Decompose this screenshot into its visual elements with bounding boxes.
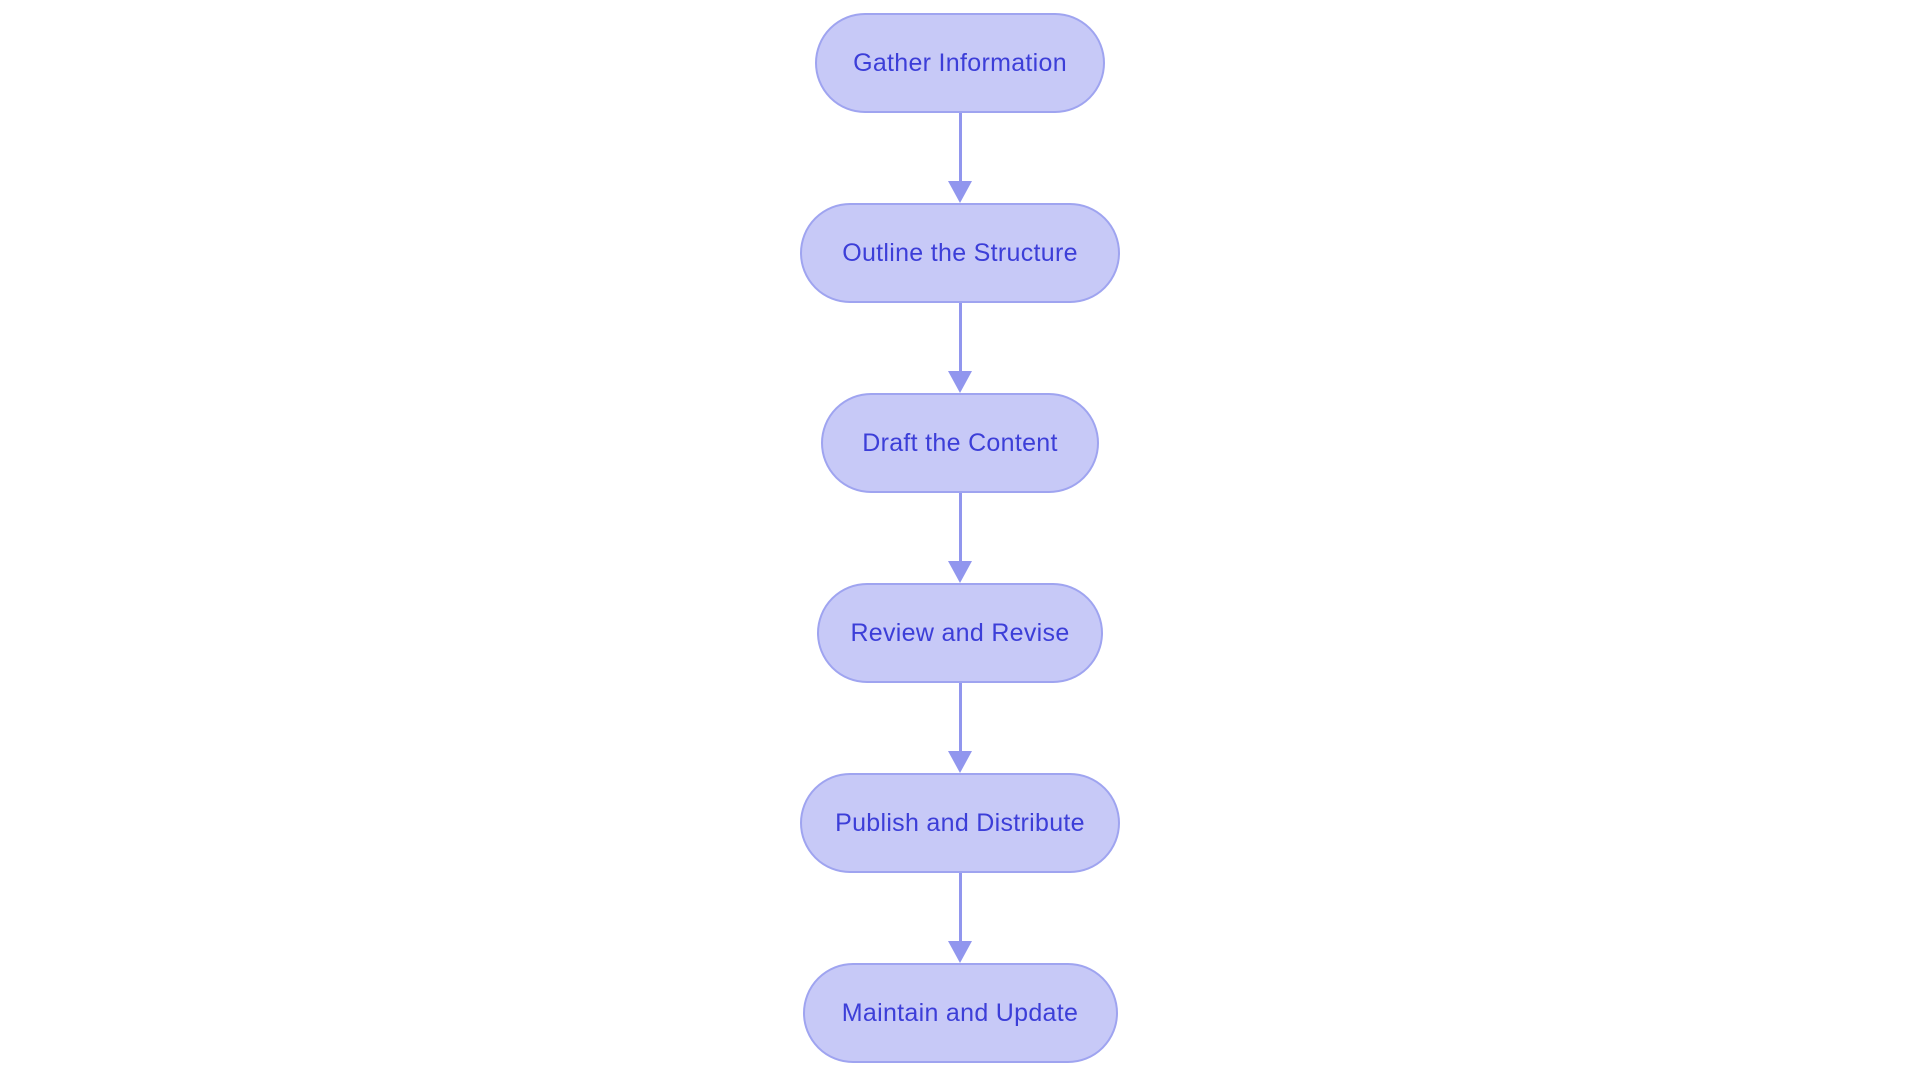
arrow-down-icon xyxy=(947,873,973,963)
arrow-down-icon xyxy=(947,113,973,203)
arrow-head xyxy=(948,181,972,203)
arrow-head xyxy=(948,751,972,773)
arrow-down-icon xyxy=(947,493,973,583)
arrow-head xyxy=(948,941,972,963)
arrow-down-icon xyxy=(947,303,973,393)
flow-node-review-and-revise: Review and Revise xyxy=(817,583,1103,683)
flow-node-publish-and-distribute: Publish and Distribute xyxy=(800,773,1120,873)
arrow-stem xyxy=(958,113,962,181)
flow-node-label: Review and Revise xyxy=(850,618,1070,647)
flow-node-label: Maintain and Update xyxy=(841,998,1079,1027)
arrow-head xyxy=(948,561,972,583)
arrow-down-icon xyxy=(947,683,973,773)
arrow-stem xyxy=(958,873,962,941)
flow-node-label: Outline the Structure xyxy=(842,238,1078,267)
arrow-head xyxy=(948,371,972,393)
flow-node-draft-the-content: Draft the Content xyxy=(821,393,1099,493)
flowchart: Gather Information Outline the Structure… xyxy=(0,13,1920,1063)
flow-node-outline-the-structure: Outline the Structure xyxy=(800,203,1120,303)
arrow-stem xyxy=(958,493,962,561)
flow-node-label: Draft the Content xyxy=(862,428,1058,457)
arrow-stem xyxy=(958,683,962,751)
flow-node-maintain-and-update: Maintain and Update xyxy=(802,963,1118,1063)
flow-node-label: Gather Information xyxy=(853,48,1067,77)
flow-node-gather-information: Gather Information xyxy=(815,13,1105,113)
flow-node-label: Publish and Distribute xyxy=(835,808,1085,837)
arrow-stem xyxy=(958,303,962,371)
